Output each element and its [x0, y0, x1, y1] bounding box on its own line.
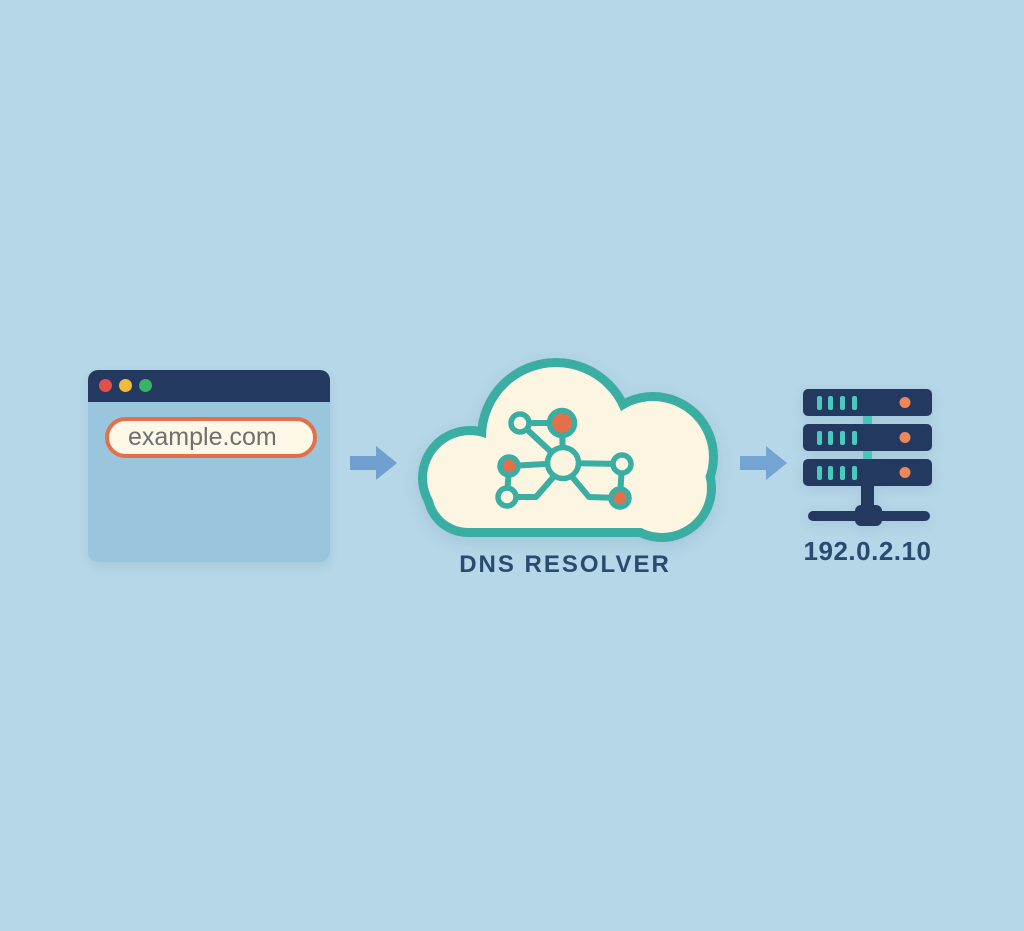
status-led: [899, 467, 911, 478]
flow-arrow-resolver-to-server: [740, 446, 787, 480]
status-led: [899, 432, 911, 443]
node-orange-top: [546, 407, 578, 439]
maximize-window-icon: [139, 379, 152, 392]
server-unit-1: [803, 389, 932, 416]
node-hollow-top-left: [508, 411, 532, 435]
right-arrow-icon: [350, 446, 397, 480]
dns-resolver-label: DNS RESOLVER: [459, 551, 671, 578]
close-window-icon: [99, 379, 112, 392]
dns-resolver-cloud: [418, 358, 718, 542]
flow-arrow-browser-to-resolver: [350, 446, 397, 480]
server-units: [803, 389, 932, 486]
node-hollow-right: [610, 452, 634, 476]
server-ip-label: 192.0.2.10: [803, 536, 932, 566]
node-orange-left: [497, 454, 521, 478]
server-rack-icon: [803, 389, 932, 526]
status-led: [899, 397, 911, 408]
url-text: example.com: [128, 423, 277, 451]
node-hollow-bottom-left: [495, 485, 519, 509]
browser-window: example.com: [88, 370, 330, 562]
browser-titlebar: [88, 370, 330, 402]
minimize-window-icon: [119, 379, 132, 392]
hub-node: [544, 444, 582, 482]
window-traffic-lights: [99, 379, 152, 392]
network-nodes: [495, 407, 634, 510]
server-stand: [808, 480, 930, 526]
server-unit-3: [803, 459, 932, 486]
server-unit-2: [803, 424, 932, 451]
right-arrow-icon: [740, 446, 787, 480]
address-bar: example.com: [105, 417, 317, 458]
node-orange-bottom-right: [608, 486, 632, 510]
